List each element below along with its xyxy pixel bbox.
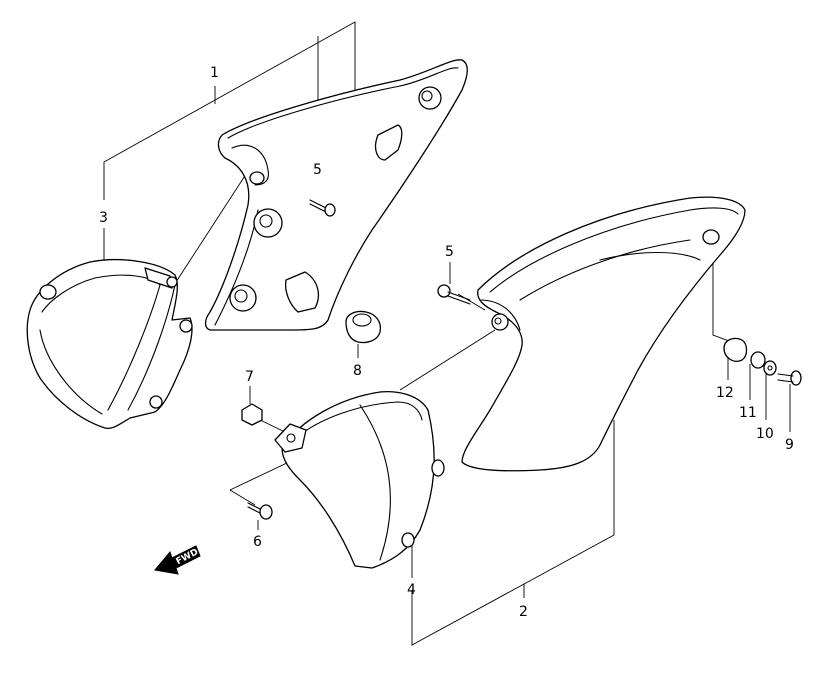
hardware-parts-9-12 xyxy=(723,337,802,386)
screw-lower xyxy=(437,284,471,305)
callout-3: 3 xyxy=(99,210,108,226)
side-cover-panel-lower xyxy=(461,196,746,472)
callout-9: 9 xyxy=(785,437,794,453)
lower-front-cover xyxy=(274,390,445,569)
callout-1: 1 xyxy=(210,65,219,81)
callout-7: 7 xyxy=(245,369,254,385)
callout-5-lower: 5 xyxy=(445,244,454,260)
callout-8: 8 xyxy=(353,363,362,379)
fwd-arrow-icon: FWD xyxy=(154,545,201,575)
callout-labels: 1 5 3 5 8 7 6 4 2 12 11 10 9 xyxy=(99,65,794,620)
callout-4: 4 xyxy=(407,582,416,598)
callout-12: 12 xyxy=(716,385,734,401)
callout-11: 11 xyxy=(739,405,757,421)
callout-6: 6 xyxy=(253,534,262,550)
callout-2: 2 xyxy=(519,604,528,620)
nut-part-7 xyxy=(241,403,263,426)
callout-5-upper: 5 xyxy=(313,162,322,178)
callout-10: 10 xyxy=(756,426,774,442)
screw-part-6 xyxy=(247,502,273,520)
grommet-part xyxy=(345,310,382,344)
side-cover-panel-upper xyxy=(204,59,468,331)
front-frame-part xyxy=(26,259,193,430)
screw-upper xyxy=(309,199,336,217)
